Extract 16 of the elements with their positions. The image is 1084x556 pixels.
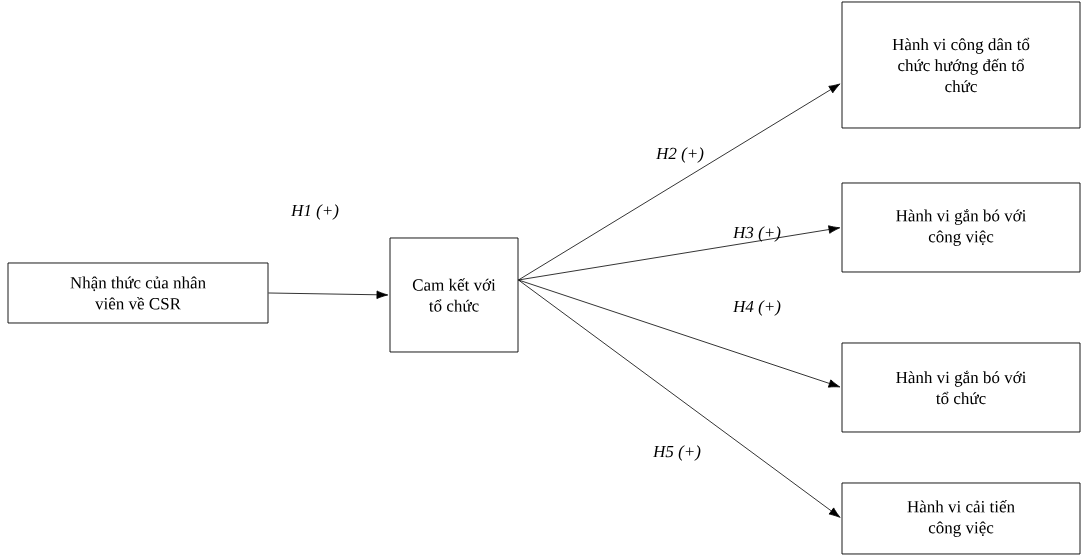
arrow	[518, 279, 841, 518]
arrow	[518, 83, 841, 281]
edge-label: H2 (+)	[655, 147, 704, 163]
process-box: Hành vi gắn bó với tổ chức	[841, 342, 1081, 433]
arrow	[518, 279, 841, 388]
edge-label: H5 (+)	[652, 445, 701, 461]
process-box: Hành vi cải tiến công việc	[841, 482, 1081, 555]
arrow	[518, 225, 841, 281]
process-box: Hành vi gắn bó với công việc	[841, 182, 1081, 273]
process-box: Cam kết với tổ chức	[389, 237, 519, 353]
process-box: Nhận thức của nhân viên về CSR	[7, 262, 269, 324]
edge-label: H1 (+)	[290, 204, 339, 220]
edge-label: H3 (+)	[732, 226, 781, 242]
process-box: Hành vi công dân tổ chức hướng đến tổ chức	[841, 1, 1081, 129]
arrow	[268, 290, 389, 299]
edge-label: H4 (+)	[732, 300, 781, 316]
